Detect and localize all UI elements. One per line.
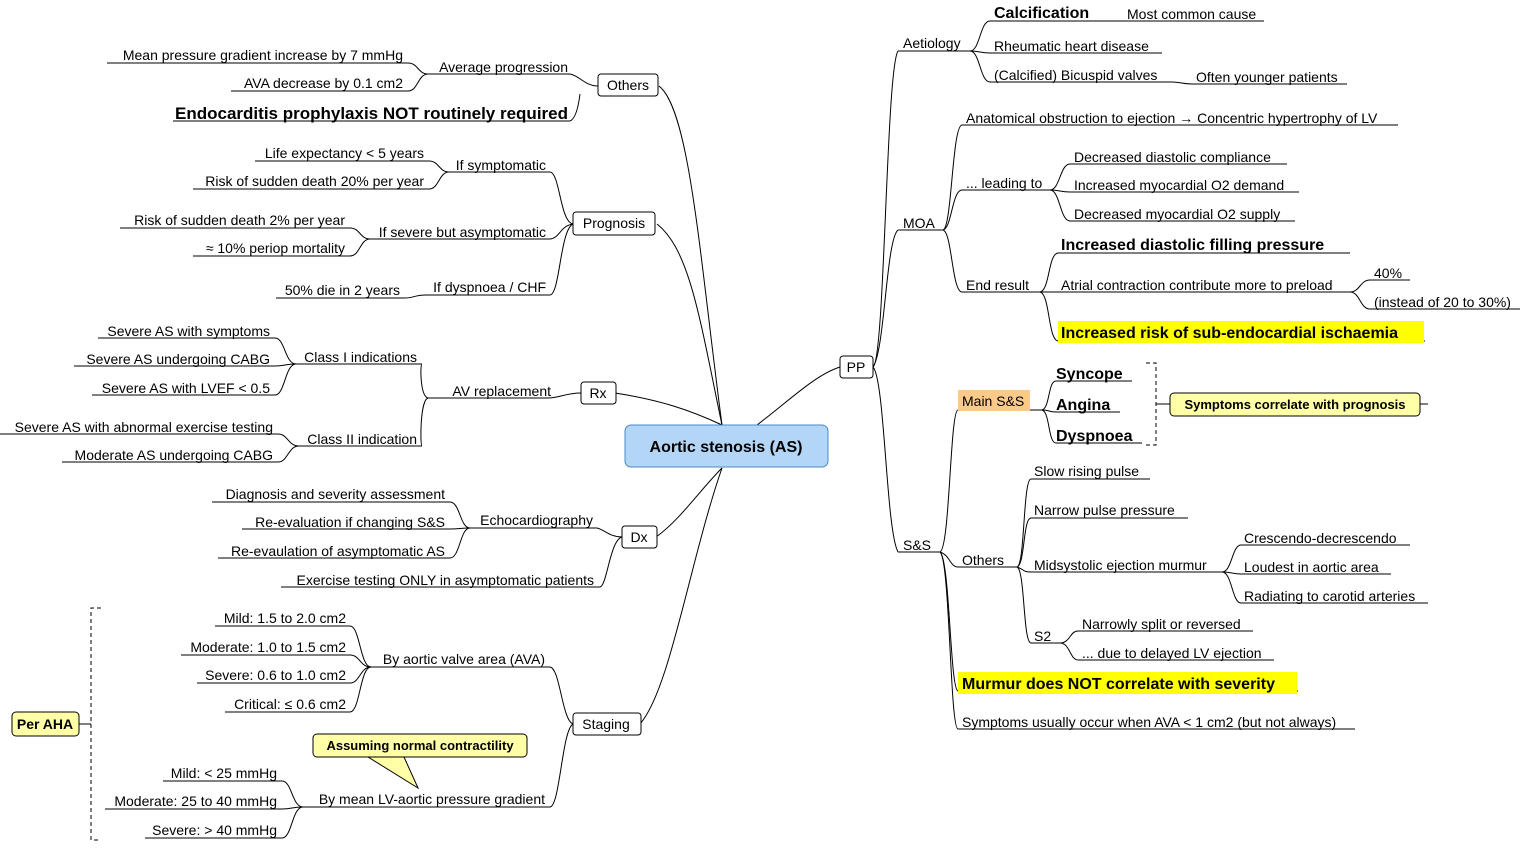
gradient-mild-item: Mild: < 25 mmHg — [171, 765, 277, 781]
central-node-box[interactable] — [624, 424, 829, 468]
calcification-label: Calcification — [994, 5, 1089, 22]
loudest-item: Loudest in aortic area — [1244, 559, 1379, 575]
ss-label: S&S — [903, 537, 931, 553]
narrow-pulse-item: Narrow pulse pressure — [1034, 502, 1175, 518]
dx-branch-label: Dx — [630, 529, 647, 545]
rheumatic-label: Rheumatic heart disease — [994, 38, 1149, 54]
ss-others-label: Others — [962, 552, 1004, 568]
if-severe-asymptomatic-label: If severe but asymptomatic — [379, 224, 546, 240]
s2-label: S2 — [1034, 628, 1051, 644]
others-node-box[interactable] — [597, 73, 659, 97]
class-1-item-lvef: Severe AS with LVEF < 0.5 — [102, 380, 270, 396]
echo-item-changing: Re-evaluation if changing S&S — [255, 514, 445, 530]
normal-contractility-callout: Assuming normal contractility — [326, 738, 514, 753]
pressure-gradient-item: Mean pressure gradient increase by 7 mmH… — [123, 47, 403, 63]
class-1-item-symptoms: Severe AS with symptoms — [107, 323, 270, 339]
ava-severe-item: Severe: 0.6 to 1.0 cm2 — [205, 667, 346, 683]
bicuspid-note: Often younger patients — [1196, 69, 1338, 85]
narrowly-split-item: Narrowly split or reversed — [1082, 616, 1241, 632]
decreased-compliance-item: Decreased diastolic compliance — [1074, 149, 1271, 165]
class-1-label: Class I indications — [304, 349, 417, 365]
echo-item-diagnosis: Diagnosis and severity assessment — [226, 486, 446, 502]
echo-label: Echocardiography — [480, 512, 593, 528]
by-gradient-label: By mean LV-aortic pressure gradient — [319, 791, 545, 807]
atrial-pct: 40% — [1374, 265, 1402, 281]
periop-mortality-item: ≈ 10% periop mortality — [206, 240, 345, 256]
symptoms-ava-item: Symptoms usually occur when AVA < 1 cm2 … — [962, 714, 1336, 730]
symptoms-prognosis-callout: Symptoms correlate with prognosis — [1184, 397, 1405, 412]
class-2-label: Class II indication — [307, 431, 417, 447]
leading-to-label: ... leading to — [966, 175, 1042, 191]
moa-label: MOA — [903, 215, 936, 231]
syncope-item: Syncope — [1056, 366, 1123, 383]
rx-node-box[interactable] — [580, 381, 617, 405]
dx-node-box[interactable] — [621, 525, 658, 549]
filling-pressure-item: Increased diastolic filling pressure — [1061, 237, 1324, 254]
prognosis-branch-label: Prognosis — [583, 215, 645, 231]
symptoms-prognosis-box — [1169, 392, 1421, 417]
per-aha-box — [11, 711, 80, 737]
endocarditis-note: Endocarditis prophylaxis NOT routinely r… — [175, 104, 568, 123]
if-dyspnoea-label: If dyspnoea / CHF — [433, 279, 546, 295]
central-topic: Aortic stenosis (AS) — [650, 439, 803, 456]
ava-critical-item: Critical: ≤ 0.6 cm2 — [234, 696, 346, 712]
ava-mild-item: Mild: 1.5 to 2.0 cm2 — [224, 610, 346, 626]
others-branch-label: Others — [607, 77, 649, 93]
angina-item: Angina — [1056, 397, 1110, 414]
connector-lines — [0, 20, 1520, 841]
life-expectancy-item: Life expectancy < 5 years — [265, 145, 424, 161]
average-progression-label: Average progression — [439, 59, 568, 75]
sudden-death-20-item: Risk of sudden death 20% per year — [205, 173, 424, 189]
gradient-severe-item: Severe: > 40 mmHg — [152, 822, 277, 838]
main-ss-highlight — [958, 390, 1030, 411]
pp-branch-label: PP — [847, 359, 866, 375]
if-symptomatic-label: If symptomatic — [456, 157, 546, 173]
ischaemia-highlight — [1058, 321, 1424, 343]
die-in-2-years-item: 50% die in 2 years — [285, 282, 400, 298]
ischaemia-item: Increased risk of sub-endocardial ischae… — [1061, 325, 1398, 342]
prognosis-node-box[interactable] — [572, 211, 656, 236]
class-2-item-cabg: Moderate AS undergoing CABG — [75, 447, 273, 463]
rx-branch-label: Rx — [589, 385, 606, 401]
class-1-item-cabg: Severe AS undergoing CABG — [86, 351, 270, 367]
slow-pulse-item: Slow rising pulse — [1034, 463, 1139, 479]
anatomical-obstruction: Anatomical obstruction to ejection → Con… — [966, 110, 1378, 126]
calcification-note: Most common cause — [1127, 6, 1256, 22]
staging-branch-label: Staging — [582, 716, 629, 732]
by-ava-label: By aortic valve area (AVA) — [383, 651, 545, 667]
radiating-item: Radiating to carotid arteries — [1244, 588, 1415, 604]
crescendo-item: Crescendo-decrescendo — [1244, 530, 1397, 546]
class-2-item-exercise: Severe AS with abnormal exercise testing — [15, 419, 273, 435]
end-result-label: End result — [966, 277, 1029, 293]
ava-decrease-item: AVA decrease by 0.1 cm2 — [244, 75, 403, 91]
sudden-death-2-item: Risk of sudden death 2% per year — [134, 212, 345, 228]
exercise-testing-item: Exercise testing ONLY in asymptomatic pa… — [297, 572, 595, 588]
delayed-ejection-item: ... due to delayed LV ejection — [1082, 645, 1262, 661]
echo-item-asymptomatic: Re-evaulation of asymptomatic AS — [231, 543, 445, 559]
ava-moderate-item: Moderate: 1.0 to 1.5 cm2 — [190, 639, 346, 655]
murmur-label: Midsystolic ejection murmur — [1034, 557, 1207, 573]
increased-demand-item: Increased myocardial O2 demand — [1074, 177, 1284, 193]
dyspnoea-item: Dyspnoea — [1056, 428, 1133, 445]
staging-node-box[interactable] — [572, 712, 642, 736]
gradient-moderate-item: Moderate: 25 to 40 mmHg — [114, 793, 277, 809]
bicuspid-label: (Calcified) Bicuspid valves — [994, 67, 1157, 83]
murmur-severity-item: Murmur does NOT correlate with severity — [962, 676, 1275, 693]
av-replacement-label: AV replacement — [452, 383, 551, 399]
murmur-severity-highlight — [958, 672, 1297, 694]
pp-node-box[interactable] — [839, 355, 874, 379]
aetiology-label: Aetiology — [903, 35, 961, 51]
normal-contractility-box — [312, 733, 528, 758]
decreased-supply-item: Decreased myocardial O2 supply — [1074, 206, 1280, 222]
main-ss-label: Main S&S — [962, 393, 1024, 409]
atrial-note: (instead of 20 to 30%) — [1374, 294, 1511, 310]
atrial-contraction-item: Atrial contraction contribute more to pr… — [1061, 277, 1333, 293]
per-aha-label: Per AHA — [17, 716, 73, 732]
